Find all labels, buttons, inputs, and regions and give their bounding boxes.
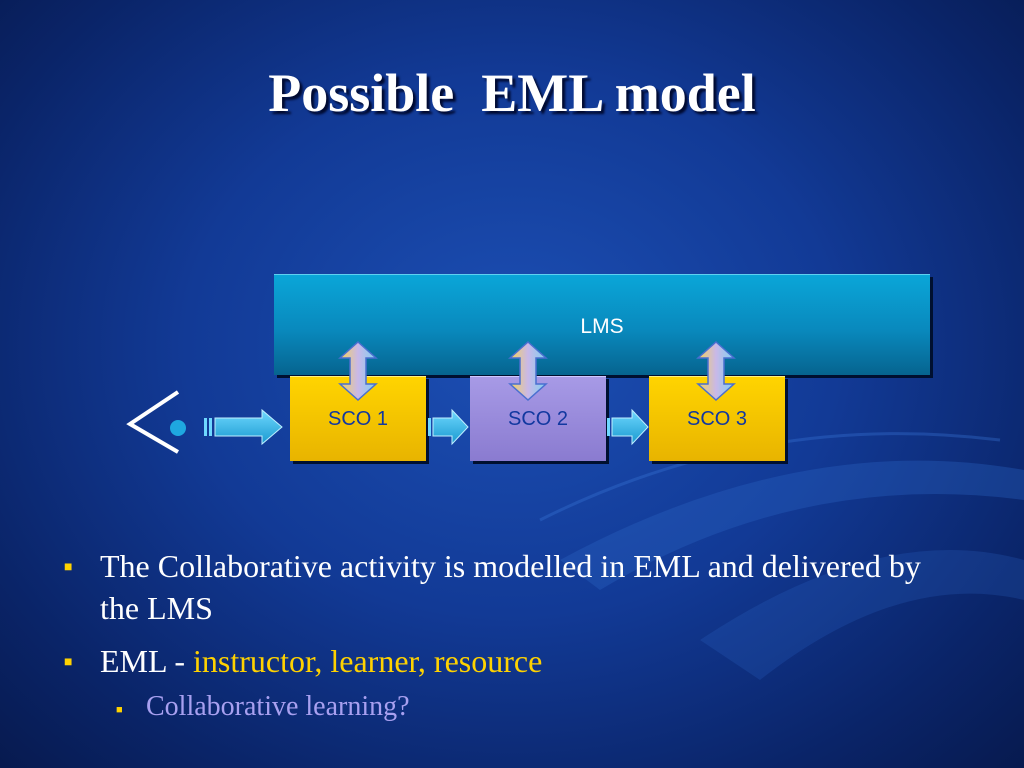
bullet-marker-icon: ■ <box>64 655 73 670</box>
sco-2-box: SCO 2 <box>470 376 606 461</box>
sub-bullet-marker-icon: ■ <box>116 704 123 716</box>
bullet-item-2-prefix: EML - <box>100 643 194 679</box>
lms-sco2-double-arrow-icon <box>508 340 548 402</box>
learner-eye-icon <box>126 390 186 454</box>
lms-sco3-double-arrow-icon <box>696 340 736 402</box>
lms-box: LMS <box>274 274 930 375</box>
arrow-sco2-to-sco3-icon <box>607 408 649 446</box>
arrow-sco1-to-sco2-icon <box>428 408 469 446</box>
bullet-item-2: EML - instructor, learner, resource <box>100 640 960 682</box>
lms-label: LMS <box>580 315 624 338</box>
lms-sco1-double-arrow-icon <box>338 340 378 402</box>
slide-title: Possible EML model <box>268 63 756 123</box>
sub-bullet-item-1: Collaborative learning? <box>146 691 410 722</box>
arrow-learner-to-sco1-icon <box>204 408 283 446</box>
bullet-item-1: The Collaborative activity is modelled i… <box>100 548 921 626</box>
bullet-item-2-highlight: instructor, learner, resource <box>193 643 543 679</box>
bullet-marker-icon: ■ <box>64 560 73 575</box>
